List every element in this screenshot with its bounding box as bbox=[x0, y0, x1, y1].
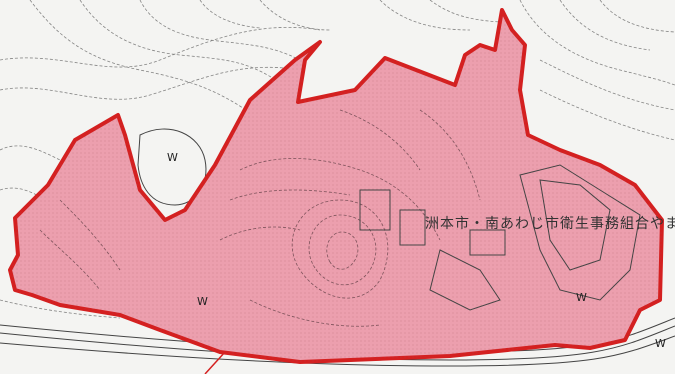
facility-label: 洲本市・南あわじ市衛生事務組合やま bbox=[425, 216, 675, 232]
water-symbol: W bbox=[655, 337, 666, 350]
area-texture bbox=[10, 10, 662, 362]
inner-contours bbox=[39, 109, 481, 327]
leader-line bbox=[204, 351, 226, 374]
water-symbol: W bbox=[576, 291, 587, 304]
water-symbol: W bbox=[167, 151, 178, 164]
water-symbol: W bbox=[197, 295, 208, 308]
facility-buildings bbox=[359, 164, 641, 311]
